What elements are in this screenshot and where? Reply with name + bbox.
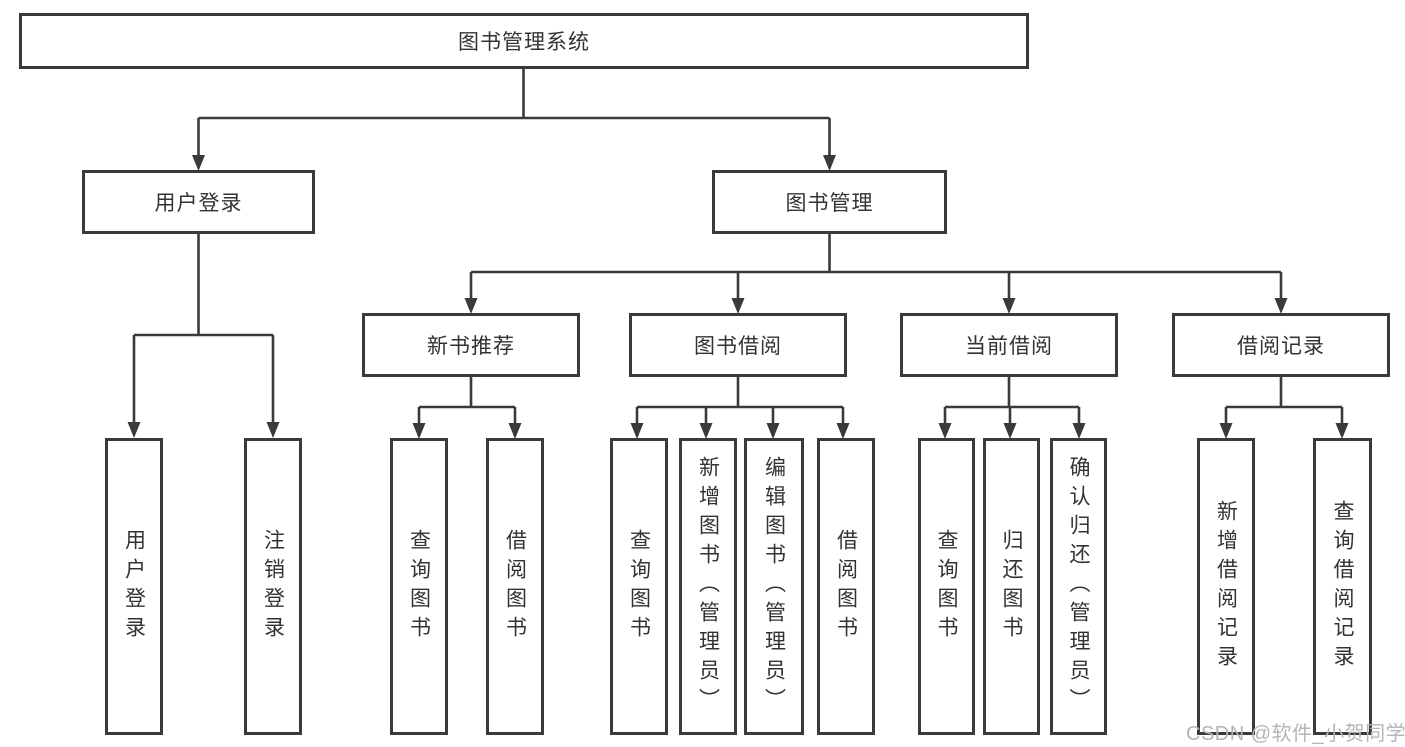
leaf-user-login: 用户登录	[105, 438, 163, 735]
leaf-borrow-edit-books-admin-label: 编辑图书（管理员）	[762, 456, 786, 717]
leaf-newbook-borrow-books-label: 借阅图书	[503, 528, 527, 645]
leaf-current-confirm-return-admin: 确认归还（管理员）	[1050, 438, 1107, 735]
leaf-record-add-borrow-record-label: 新增借阅记录	[1214, 499, 1238, 674]
node-current-borrowing: 当前借阅	[900, 313, 1118, 377]
node-user-login-label: 用户登录	[154, 192, 243, 215]
node-library-management-system: 图书管理系统	[19, 13, 1029, 69]
node-library-management-system-label: 图书管理系统	[458, 31, 590, 54]
leaf-logout-login-label: 注销登录	[261, 528, 285, 645]
leaf-borrow-add-books-admin: 新增图书（管理员）	[679, 438, 737, 735]
connector-current-borrow-children	[938, 377, 1086, 439]
node-new-book-recommendation-label: 新书推荐	[427, 335, 515, 358]
leaf-borrow-query-books: 查询图书	[610, 438, 668, 735]
leaf-logout-login: 注销登录	[244, 438, 302, 735]
leaf-borrow-borrow-books: 借阅图书	[817, 438, 875, 735]
connector-root-to-level2	[192, 69, 836, 171]
leaf-current-query-books: 查询图书	[918, 438, 975, 735]
leaf-record-query-borrow-record-label: 查询借阅记录	[1331, 499, 1354, 674]
watermark: CSDN @软件_小贺同学	[1186, 723, 1405, 745]
node-current-borrowing-label: 当前借阅	[965, 335, 1053, 358]
connector-book-borrow-children	[630, 377, 850, 439]
leaf-current-query-books-label: 查询图书	[935, 528, 958, 645]
leaf-user-login-label: 用户登录	[122, 528, 146, 645]
connector-book-management-to-level3	[464, 234, 1288, 314]
leaf-borrow-edit-books-admin: 编辑图书（管理员）	[744, 438, 804, 735]
node-borrowing-records: 借阅记录	[1172, 313, 1390, 377]
node-new-book-recommendation: 新书推荐	[362, 313, 580, 377]
leaf-record-add-borrow-record: 新增借阅记录	[1197, 438, 1255, 735]
node-user-login: 用户登录	[82, 170, 315, 234]
connector-new-book-children	[412, 377, 522, 439]
node-book-borrowing-label: 图书借阅	[694, 335, 782, 358]
leaf-current-return-books: 归还图书	[983, 438, 1040, 735]
leaf-current-return-books-label: 归还图书	[1000, 528, 1023, 645]
leaf-record-query-borrow-record: 查询借阅记录	[1313, 438, 1372, 735]
node-book-management-label: 图书管理	[785, 192, 874, 215]
connector-user-login-children	[127, 234, 280, 438]
connector-borrow-record-children	[1219, 377, 1349, 439]
node-book-borrowing: 图书借阅	[629, 313, 847, 377]
leaf-current-confirm-return-admin-label: 确认归还（管理员）	[1067, 456, 1090, 717]
leaf-borrow-borrow-books-label: 借阅图书	[834, 528, 858, 645]
leaf-newbook-query-books: 查询图书	[390, 438, 448, 735]
leaf-borrow-query-books-label: 查询图书	[627, 528, 651, 645]
leaf-newbook-query-books-label: 查询图书	[407, 528, 431, 645]
leaf-borrow-add-books-admin-label: 新增图书（管理员）	[696, 456, 720, 717]
node-borrowing-records-label: 借阅记录	[1237, 335, 1325, 358]
node-book-management: 图书管理	[712, 170, 947, 234]
leaf-newbook-borrow-books: 借阅图书	[486, 438, 544, 735]
